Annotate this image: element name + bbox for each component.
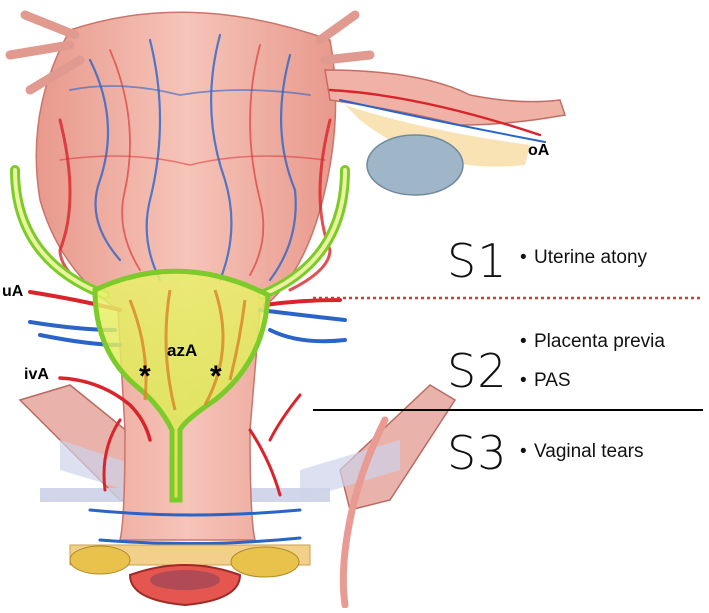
label-azA: azA xyxy=(167,341,198,360)
segment-s2-label: S2 xyxy=(447,344,508,398)
segment-s1-label: S1 xyxy=(447,234,508,288)
s3-item-text: Vaginal tears xyxy=(534,441,644,462)
segment-s2-item-1: • Placenta previa xyxy=(520,331,665,353)
ovary xyxy=(366,134,464,196)
green-highlight xyxy=(10,165,350,503)
asterisk-right: * xyxy=(210,360,222,393)
vaginal-base xyxy=(69,544,311,607)
segment-s3-label: S3 xyxy=(447,426,508,480)
s1-item-text: Uterine atony xyxy=(534,247,648,268)
label-ivA: ivA xyxy=(24,366,49,383)
bullet-icon: • xyxy=(520,370,527,391)
bullet-icon: • xyxy=(520,247,527,268)
s2-item-2-text: PAS xyxy=(534,370,571,391)
segment-s2-item-2: • PAS xyxy=(520,370,571,392)
vessels xyxy=(28,33,546,609)
segment-s3-item: • Vaginal tears xyxy=(520,441,644,463)
segment-s1-item: • Uterine atony xyxy=(520,247,647,269)
bullet-icon: • xyxy=(520,441,527,462)
label-oA: oA xyxy=(528,142,550,159)
s2-item-1-text: Placenta previa xyxy=(534,331,665,352)
label-uA: uA xyxy=(2,283,24,300)
asterisk-left: * xyxy=(139,360,151,393)
bullet-icon: • xyxy=(520,331,527,352)
